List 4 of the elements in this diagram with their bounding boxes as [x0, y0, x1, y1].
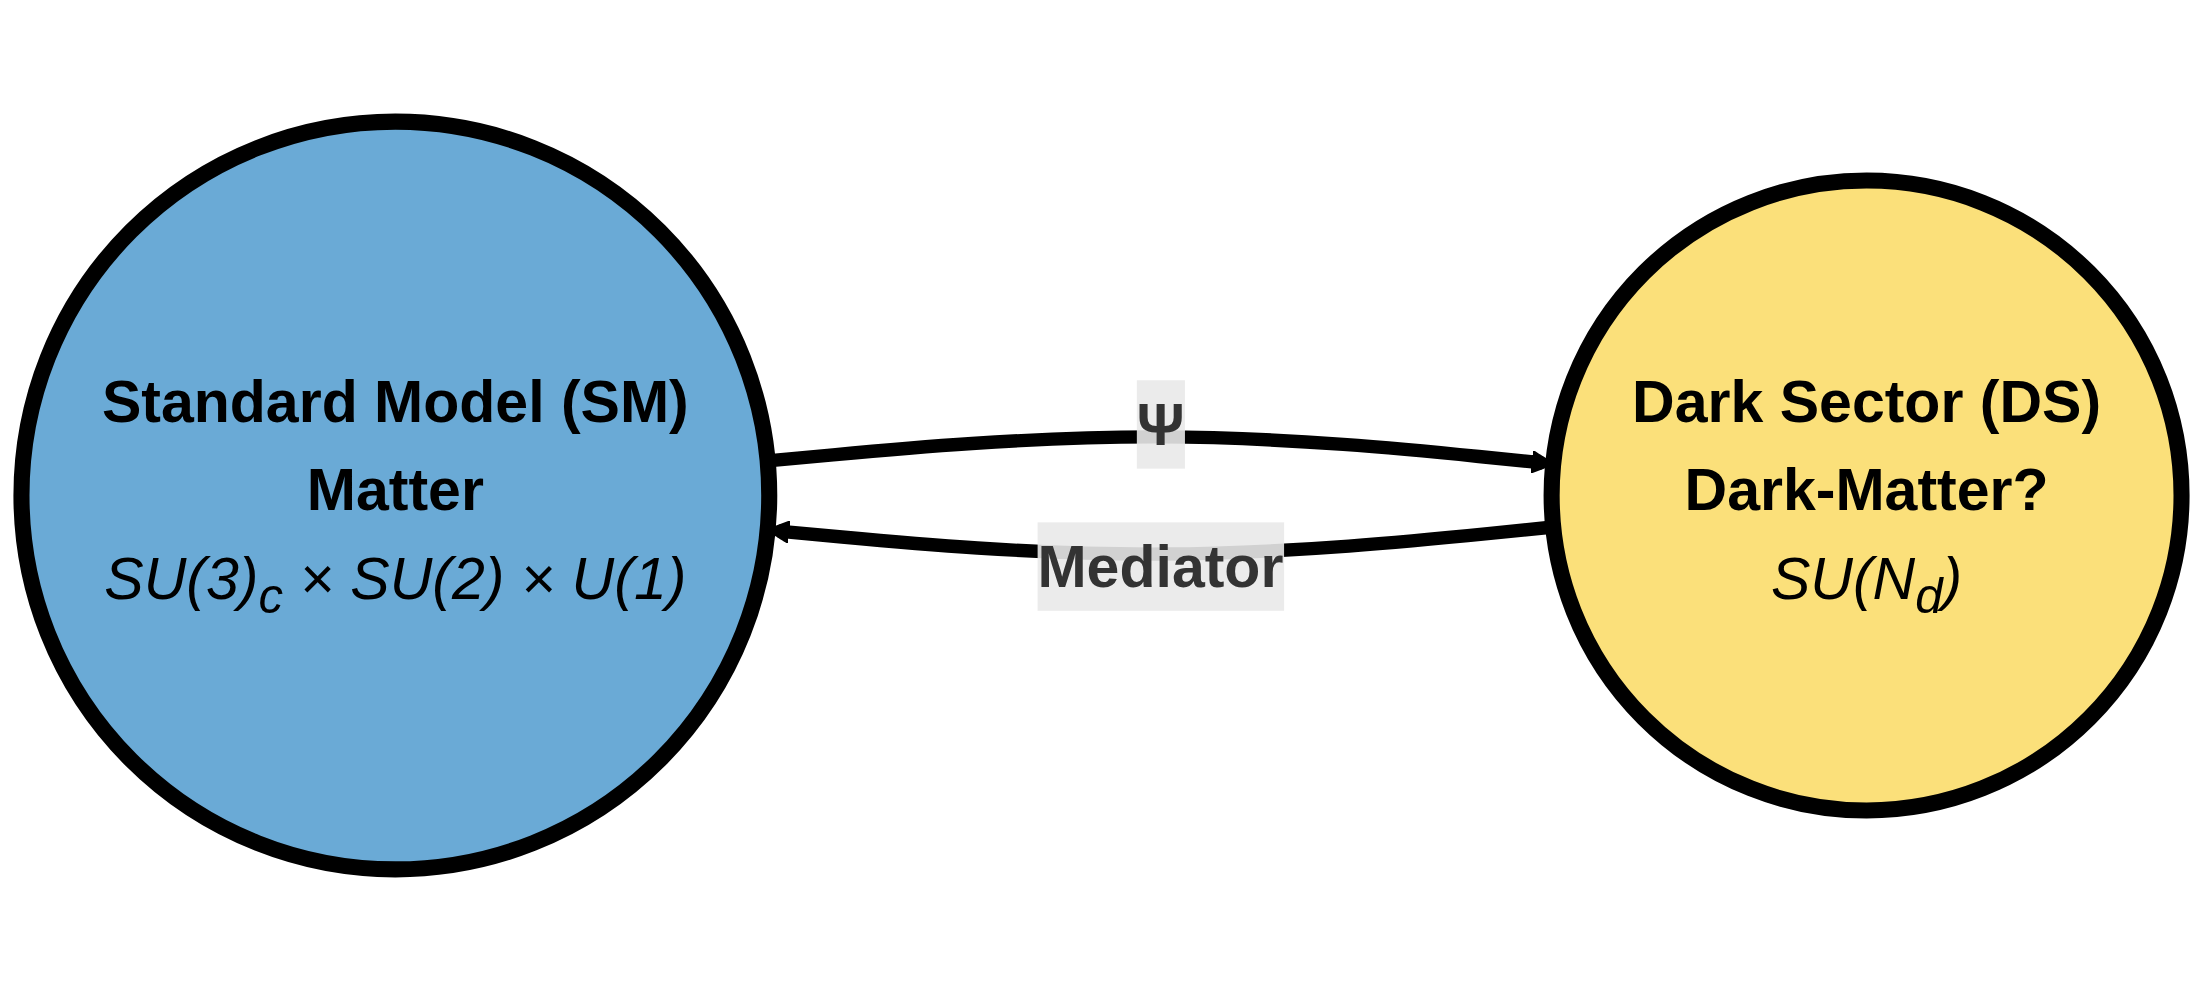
- edge-label: Mediator: [1037, 533, 1284, 601]
- node-circle: Dark Sector (DS) Dark-Matter? SU(N$_{d}$): [1543, 172, 2190, 819]
- node-circle: Standard Model (SM) Matter SU(3)$_{c}$ × SU(2) × U(1): [13, 113, 778, 878]
- edge-label: Ψ: [1136, 390, 1185, 458]
